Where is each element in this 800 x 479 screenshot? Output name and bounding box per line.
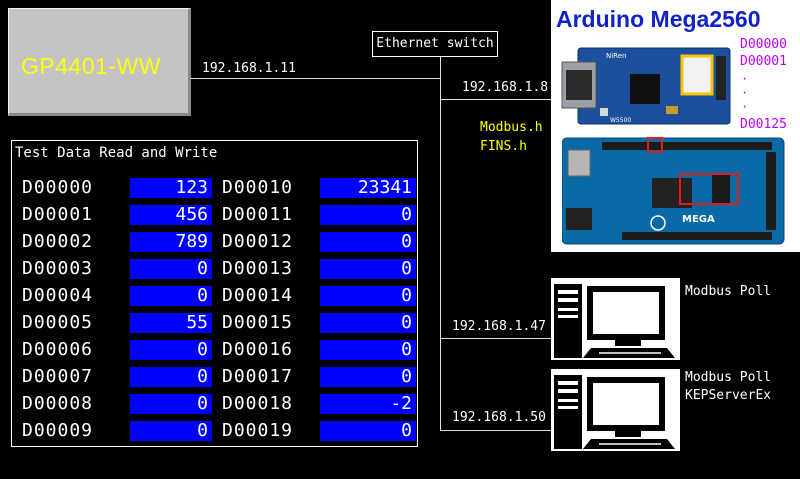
pc1-computer-icon: [551, 278, 680, 360]
register-name: D00005: [22, 312, 93, 334]
register-name: D00012: [222, 231, 293, 253]
register-value-field[interactable]: 0: [320, 340, 416, 360]
register-name: D00001: [22, 204, 93, 226]
pc2-box: [551, 369, 680, 451]
register-value-field[interactable]: 0: [320, 313, 416, 333]
register-name: D00010: [222, 177, 293, 199]
register-end: D00125: [740, 117, 787, 132]
panel-title: Test Data Read and Write: [15, 145, 217, 161]
pc2-label-line1: Modbus Poll: [685, 370, 771, 385]
register-name: D00000: [22, 177, 93, 199]
register-value-field[interactable]: 0: [130, 286, 212, 306]
register-value-field[interactable]: 0: [130, 340, 212, 360]
register-name: D00009: [22, 420, 93, 442]
arduino-ip: 192.168.1.8: [462, 80, 548, 95]
register-name: D00016: [222, 339, 293, 361]
register-name: D00011: [222, 204, 293, 226]
register-value-field[interactable]: 0: [320, 286, 416, 306]
register-value-field[interactable]: 0: [320, 232, 416, 252]
hmi-device: GP4401-WW: [8, 8, 191, 116]
pc2-computer-icon: [551, 369, 680, 451]
register-value-field[interactable]: 0: [130, 394, 212, 414]
ethernet-module-label: W5500: [610, 117, 631, 124]
hmi-link-line: [191, 78, 441, 79]
register-name: D00004: [22, 285, 93, 307]
register-value-field[interactable]: 23341: [320, 178, 416, 198]
svg-text:NiRen: NiRen: [606, 52, 626, 60]
register-name: D00008: [22, 393, 93, 415]
register-value-field[interactable]: 456: [130, 205, 212, 225]
register-name: D00018: [222, 393, 293, 415]
register-value-field[interactable]: 123: [130, 178, 212, 198]
arduino-board-label: MEGA: [682, 214, 715, 225]
ethernet-switch: Ethernet switch: [372, 31, 498, 57]
register-value-field[interactable]: 0: [130, 421, 212, 441]
switch-drop-line: [440, 57, 441, 431]
register-value-field[interactable]: 0: [320, 421, 416, 441]
ethernet-module-illustration: NiRen W5500: [560, 44, 736, 128]
register-value-field[interactable]: 0: [320, 259, 416, 279]
hmi-label: GP4401-WW: [21, 53, 161, 80]
register-name: D00014: [222, 285, 293, 307]
register-name: D00019: [222, 420, 293, 442]
fins-lib-label: FINS.h: [480, 139, 527, 154]
register-value-field[interactable]: 55: [130, 313, 212, 333]
pc1-ip: 192.168.1.47: [452, 319, 546, 334]
pc2-label-line2: KEPServerEx: [685, 388, 771, 403]
arduino-title: Arduino Mega2560: [556, 6, 761, 33]
register-ellipsis: ···: [741, 72, 748, 114]
arduino-link-line: [440, 99, 551, 100]
register-value-field[interactable]: 0: [130, 259, 212, 279]
register-value-field[interactable]: -2: [320, 394, 416, 414]
register-name: D00015: [222, 312, 293, 334]
hmi-ip: 192.168.1.11: [202, 61, 296, 76]
register-name: D00013: [222, 258, 293, 280]
register-value-field[interactable]: 0: [320, 367, 416, 387]
register-name: D00007: [22, 366, 93, 388]
register-name: D00017: [222, 366, 293, 388]
register-value-field[interactable]: 0: [130, 367, 212, 387]
pc1-box: [551, 278, 680, 360]
register-value-field[interactable]: 789: [130, 232, 212, 252]
arduino-board-illustration: MEGA: [562, 134, 786, 248]
pc1-label: Modbus Poll: [685, 284, 771, 299]
register-name: D00002: [22, 231, 93, 253]
pc2-link-line: [440, 430, 551, 431]
register-start: D00000: [740, 37, 787, 52]
register-next: D00001: [740, 54, 787, 69]
register-name: D00003: [22, 258, 93, 280]
register-name: D00006: [22, 339, 93, 361]
modbus-lib-label: Modbus.h: [480, 120, 543, 135]
pc1-link-line: [440, 338, 551, 339]
pc2-ip: 192.168.1.50: [452, 410, 546, 425]
register-value-field[interactable]: 0: [320, 205, 416, 225]
test-data-panel: Test Data Read and Write D00000 123D00001…: [11, 140, 418, 447]
